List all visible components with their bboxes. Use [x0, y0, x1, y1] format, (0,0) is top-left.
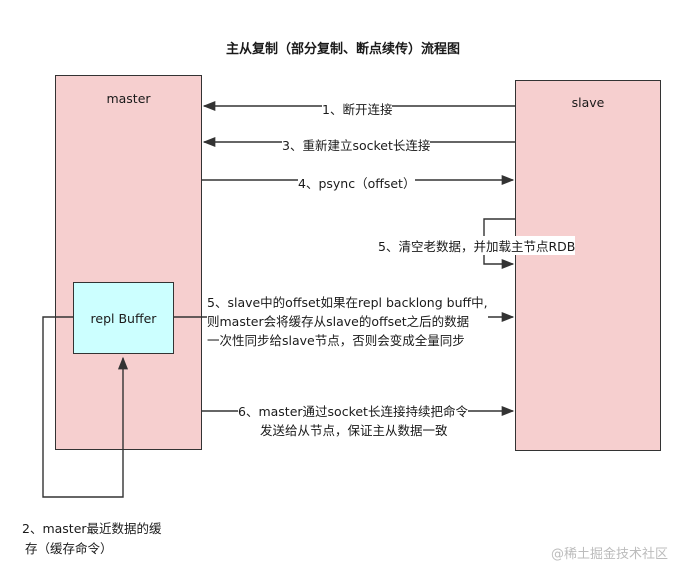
watermark: @稀土掘金技术社区: [550, 547, 668, 562]
master-label: master: [106, 91, 151, 106]
step6-line2: 发送给从节点，保证主从数据一致: [260, 423, 448, 438]
step1-label: 1、断开连接: [322, 99, 393, 118]
master-node: [55, 75, 202, 450]
step5-sync-label: 5、slave中的offset如果在repl backlong buff中, 则…: [207, 293, 488, 350]
step5-sync-line1: 5、slave中的offset如果在repl backlong buff中,: [207, 295, 488, 310]
step2-label: 2、master最近数据的缓 存（缓存命令）: [22, 519, 162, 559]
step6-line1: 6、master通过socket长连接持续把命令: [238, 404, 468, 419]
slave-label: slave: [571, 95, 605, 110]
step4-label: 4、psync（offset）: [298, 173, 416, 192]
step5-sync-line3: 一次性同步给slave节点，否则会变成全量同步: [207, 333, 465, 348]
slave-node: [515, 80, 661, 451]
repl-buffer-node: [73, 282, 174, 354]
step6-label: 6、master通过socket长连接持续把命令 发送给从节点，保证主从数据一致: [238, 402, 468, 440]
repl-buffer-label: repl Buffer: [90, 311, 157, 326]
step5-sync-line2: 则master会将缓存从slave的offset之后的数据: [207, 314, 470, 329]
step5-reload-label: 5、清空老数据，并加载主节点RDB: [378, 236, 576, 255]
diagram-title: 主从复制（部分复制、断点续传）流程图: [225, 42, 460, 57]
step3-label: 3、重新建立socket长连接: [282, 135, 431, 154]
step2-line1: 2、master最近数据的缓: [22, 521, 162, 536]
arrow-step2-loop: [42, 316, 129, 498]
step2-line2: 存（缓存命令）: [25, 541, 113, 556]
